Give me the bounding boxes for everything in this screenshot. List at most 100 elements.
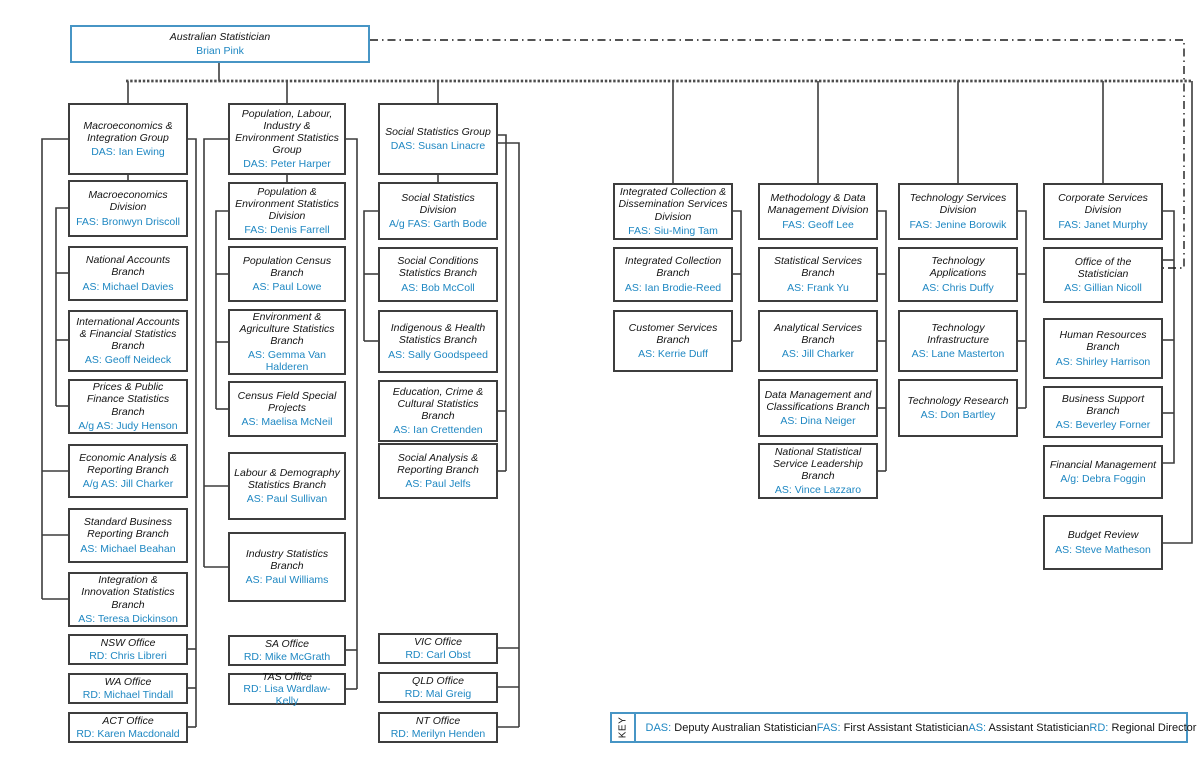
box-title: Integrated Collection Branch xyxy=(624,255,722,280)
box-person: AS: Geoff Neideck xyxy=(84,354,172,367)
box-title: Education, Crime & Cultural Statistics B… xyxy=(392,385,484,422)
box-title: Macroeconomics & Integration Group xyxy=(83,119,173,144)
box-title: WA Office xyxy=(104,676,152,689)
box-title: Integration & Innovation Statistics Bran… xyxy=(81,574,175,611)
box-title: Financial Management xyxy=(1049,458,1157,471)
box-person: A/g AS: Jill Charker xyxy=(82,478,174,491)
box-title: Census Field Special Projects xyxy=(237,389,337,414)
box-integrated-collection-dissemination-division: Integrated Collection & Dissemination Se… xyxy=(613,183,733,240)
legend-items: DAS: Deputy Australian Statistician FAS:… xyxy=(636,714,1200,741)
box-title: Business Support Branch xyxy=(1061,392,1145,417)
box-international-accounts-branch: International Accounts & Financial Stati… xyxy=(68,310,188,372)
box-person: DAS: Peter Harper xyxy=(243,158,331,171)
box-technology-infrastructure: Technology Infrastructure AS: Lane Maste… xyxy=(898,310,1018,372)
box-census-field-special-projects: Census Field Special Projects AS: Maelis… xyxy=(228,381,346,437)
box-social-statistics-division: Social Statistics Division A/g FAS: Gart… xyxy=(378,182,498,240)
box-person: AS: Beverley Forner xyxy=(1055,419,1151,432)
box-person: AS: Michael Beahan xyxy=(80,542,176,555)
box-title: Methodology & Data Management Division xyxy=(767,192,869,217)
box-title: Data Management and Classifications Bran… xyxy=(764,388,872,413)
box-title: Technology Infrastructure xyxy=(927,321,989,346)
box-title: Industry Statistics Branch xyxy=(245,547,329,572)
box-technology-applications: Technology Applications AS: Chris Duffy xyxy=(898,247,1018,302)
box-nsw-office: NSW Office RD: Chris Libreri xyxy=(68,634,188,665)
box-title: Labour & Demography Statistics Branch xyxy=(234,466,340,491)
box-wa-office: WA Office RD: Michael Tindall xyxy=(68,673,188,704)
box-human-resources-branch: Human Resources Branch AS: Shirley Harri… xyxy=(1043,318,1163,379)
legend-item-fas: FAS: First Assistant Statistician xyxy=(816,721,969,734)
box-title: Prices & Public Finance Statistics Branc… xyxy=(86,381,170,418)
box-title: Population & Environment Statistics Divi… xyxy=(235,185,339,222)
box-person: AS: Paul Williams xyxy=(245,574,329,587)
box-person: AS: Don Bartley xyxy=(920,409,996,421)
box-analytical-services-branch: Analytical Services Branch AS: Jill Char… xyxy=(758,310,878,372)
box-nt-office: NT Office RD: Merilyn Henden xyxy=(378,712,498,743)
box-industry-statistics-branch: Industry Statistics Branch AS: Paul Will… xyxy=(228,532,346,602)
box-person: AS: Kerrie Duff xyxy=(638,348,708,361)
box-title: National Accounts Branch xyxy=(85,254,171,279)
box-tas-office: TAS Office RD: Lisa Wardlaw-Kelly xyxy=(228,671,346,708)
box-title: QLD Office xyxy=(412,675,464,688)
box-indigenous-health-branch: Indigenous & Health Statistics Branch AS… xyxy=(378,310,498,373)
box-data-management-classifications-branch: Data Management and Classifications Bran… xyxy=(758,379,878,437)
box-environment-agriculture-branch: Environment & Agriculture Statistics Bra… xyxy=(228,309,346,375)
box-title: Population Census Branch xyxy=(242,254,332,279)
box-person: AS: Vince Lazzaro xyxy=(774,484,862,497)
box-person: AS: Jill Charker xyxy=(781,348,855,361)
box-methodology-data-management-division: Methodology & Data Management Division F… xyxy=(758,183,878,240)
box-person: AS: Gillian Nicoll xyxy=(1064,282,1142,295)
box-person: AS: Paul Jelfs xyxy=(405,478,471,491)
box-title: Integrated Collection & Dissemination Se… xyxy=(618,186,728,223)
box-title: Statistical Services Branch xyxy=(773,255,863,280)
box-labour-demography-branch: Labour & Demography Statistics Branch AS… xyxy=(228,452,346,520)
box-title: Technology Services Division xyxy=(909,192,1007,217)
box-title: Budget Review xyxy=(1067,529,1139,542)
box-person: AS: Shirley Harrison xyxy=(1055,355,1151,368)
box-integration-innovation-branch: Integration & Innovation Statistics Bran… xyxy=(68,572,188,627)
dash-dot-connector xyxy=(370,39,1185,269)
box-title: VIC Office xyxy=(414,636,462,649)
box-title: Corporate Services Division xyxy=(1058,192,1148,217)
box-title: Social Statistics Group xyxy=(385,125,491,138)
box-title: Analytical Services Branch xyxy=(773,321,863,346)
box-australian-statistician: Australian Statistician Brian Pink xyxy=(70,25,370,63)
box-person: AS: Ian Crettenden xyxy=(393,424,483,437)
box-title: International Accounts & Financial Stati… xyxy=(76,315,180,352)
box-title: Environment & Agriculture Statistics Bra… xyxy=(239,310,335,347)
legend-item-as: AS: Assistant Statistician xyxy=(968,721,1090,734)
box-title: Social Conditions Statistics Branch xyxy=(397,255,479,280)
box-macroeconomics-division: Macroeconomics Division FAS: Bronwyn Dri… xyxy=(68,180,188,237)
box-person: AS: Lane Masterton xyxy=(911,348,1005,361)
box-title: SA Office xyxy=(265,638,309,651)
box-person: AS: Michael Davies xyxy=(82,280,174,293)
box-financial-management: Financial Management A/g: Debra Foggin xyxy=(1043,445,1163,499)
box-person: RD: Carl Obst xyxy=(405,648,471,661)
box-budget-review: Budget Review AS: Steve Matheson xyxy=(1043,515,1163,570)
box-person: AS: Maelisa McNeil xyxy=(241,416,333,429)
box-title: Australian Statistician xyxy=(169,30,271,43)
box-person: A/g: Debra Foggin xyxy=(1060,473,1146,485)
box-title: Indigenous & Health Statistics Branch xyxy=(390,322,486,347)
box-social-analysis-reporting-branch: Social Analysis & Reporting Branch AS: P… xyxy=(378,443,498,499)
box-title: NSW Office xyxy=(100,637,156,650)
box-qld-office: QLD Office RD: Mal Greig xyxy=(378,672,498,703)
box-national-accounts-branch: National Accounts Branch AS: Michael Dav… xyxy=(68,246,188,301)
box-person: A/g FAS: Garth Bode xyxy=(388,218,488,231)
box-title: Human Resources Branch xyxy=(1059,329,1147,354)
box-person: RD: Michael Tindall xyxy=(82,688,174,701)
box-title: Social Analysis & Reporting Branch xyxy=(397,451,479,476)
box-person: DAS: Ian Ewing xyxy=(91,146,165,159)
legend: KEY DAS: Deputy Australian Statistician … xyxy=(610,712,1196,743)
box-person: FAS: Geoff Lee xyxy=(782,218,854,231)
box-person: AS: Paul Sullivan xyxy=(246,493,328,506)
box-macroeconomics-integration-group: Macroeconomics & Integration Group DAS: … xyxy=(68,103,188,175)
box-person: RD: Lisa Wardlaw-Kelly xyxy=(243,682,331,708)
box-business-support-branch: Business Support Branch AS: Beverley For… xyxy=(1043,386,1163,438)
box-economic-analysis-branch: Economic Analysis & Reporting Branch A/g… xyxy=(68,444,188,498)
box-population-census-branch: Population Census Branch AS: Paul Lowe xyxy=(228,246,346,302)
box-corporate-services-division: Corporate Services Division FAS: Janet M… xyxy=(1043,183,1163,240)
box-social-conditions-branch: Social Conditions Statistics Branch AS: … xyxy=(378,247,498,302)
box-person: RD: Chris Libreri xyxy=(89,649,167,662)
box-person: FAS: Denis Farrell xyxy=(244,224,330,237)
